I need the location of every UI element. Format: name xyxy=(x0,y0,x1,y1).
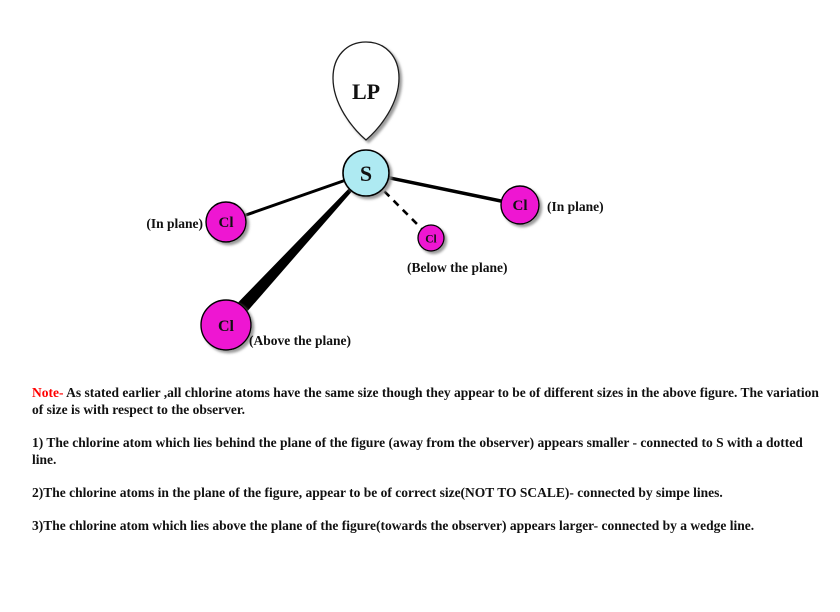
note-point-2: 2)The chlorine atoms in the plane of the… xyxy=(32,485,723,500)
chlorine-symbol: Cl xyxy=(219,215,234,231)
chlorine-symbol: Cl xyxy=(425,234,437,246)
label-in-plane-left: (In plane) xyxy=(146,216,203,231)
chlorine-atom-above: Cl xyxy=(200,299,252,351)
bond-simple-left xyxy=(225,171,367,224)
label-below-plane: (Below the plane) xyxy=(407,260,508,275)
note-paragraph: Note- As stated earlier ,all chlorine at… xyxy=(32,384,822,418)
notes-block: Note- As stated earlier ,all chlorine at… xyxy=(32,384,822,550)
sulfur-symbol: S xyxy=(360,161,372,186)
bond-simple-right xyxy=(365,171,521,207)
note-label: Note- xyxy=(32,385,64,400)
label-in-plane-right: (In plane) xyxy=(547,199,604,214)
chlorine-symbol: Cl xyxy=(218,318,235,335)
chlorine-symbol: Cl xyxy=(513,198,528,214)
molecule-diagram: LP S Cl (In plane) Cl (In plane) Cl (Bel… xyxy=(146,41,604,351)
lone-pair-label: LP xyxy=(352,79,380,104)
label-above-plane: (Above the plane) xyxy=(249,333,351,348)
sulfur-atom: S xyxy=(342,149,390,197)
note-text: As stated earlier ,all chlorine atoms ha… xyxy=(32,385,819,417)
chlorine-atom-right: Cl xyxy=(500,185,540,225)
lone-pair-lobe xyxy=(332,41,400,141)
note-point-1: 1) The chlorine atom which lies behind t… xyxy=(32,435,803,467)
chlorine-atom-left: Cl xyxy=(205,201,247,243)
chlorine-atom-below: Cl xyxy=(417,224,445,252)
bond-wedge-above xyxy=(234,186,354,315)
note-point-3: 3)The chlorine atom which lies above the… xyxy=(32,518,755,533)
